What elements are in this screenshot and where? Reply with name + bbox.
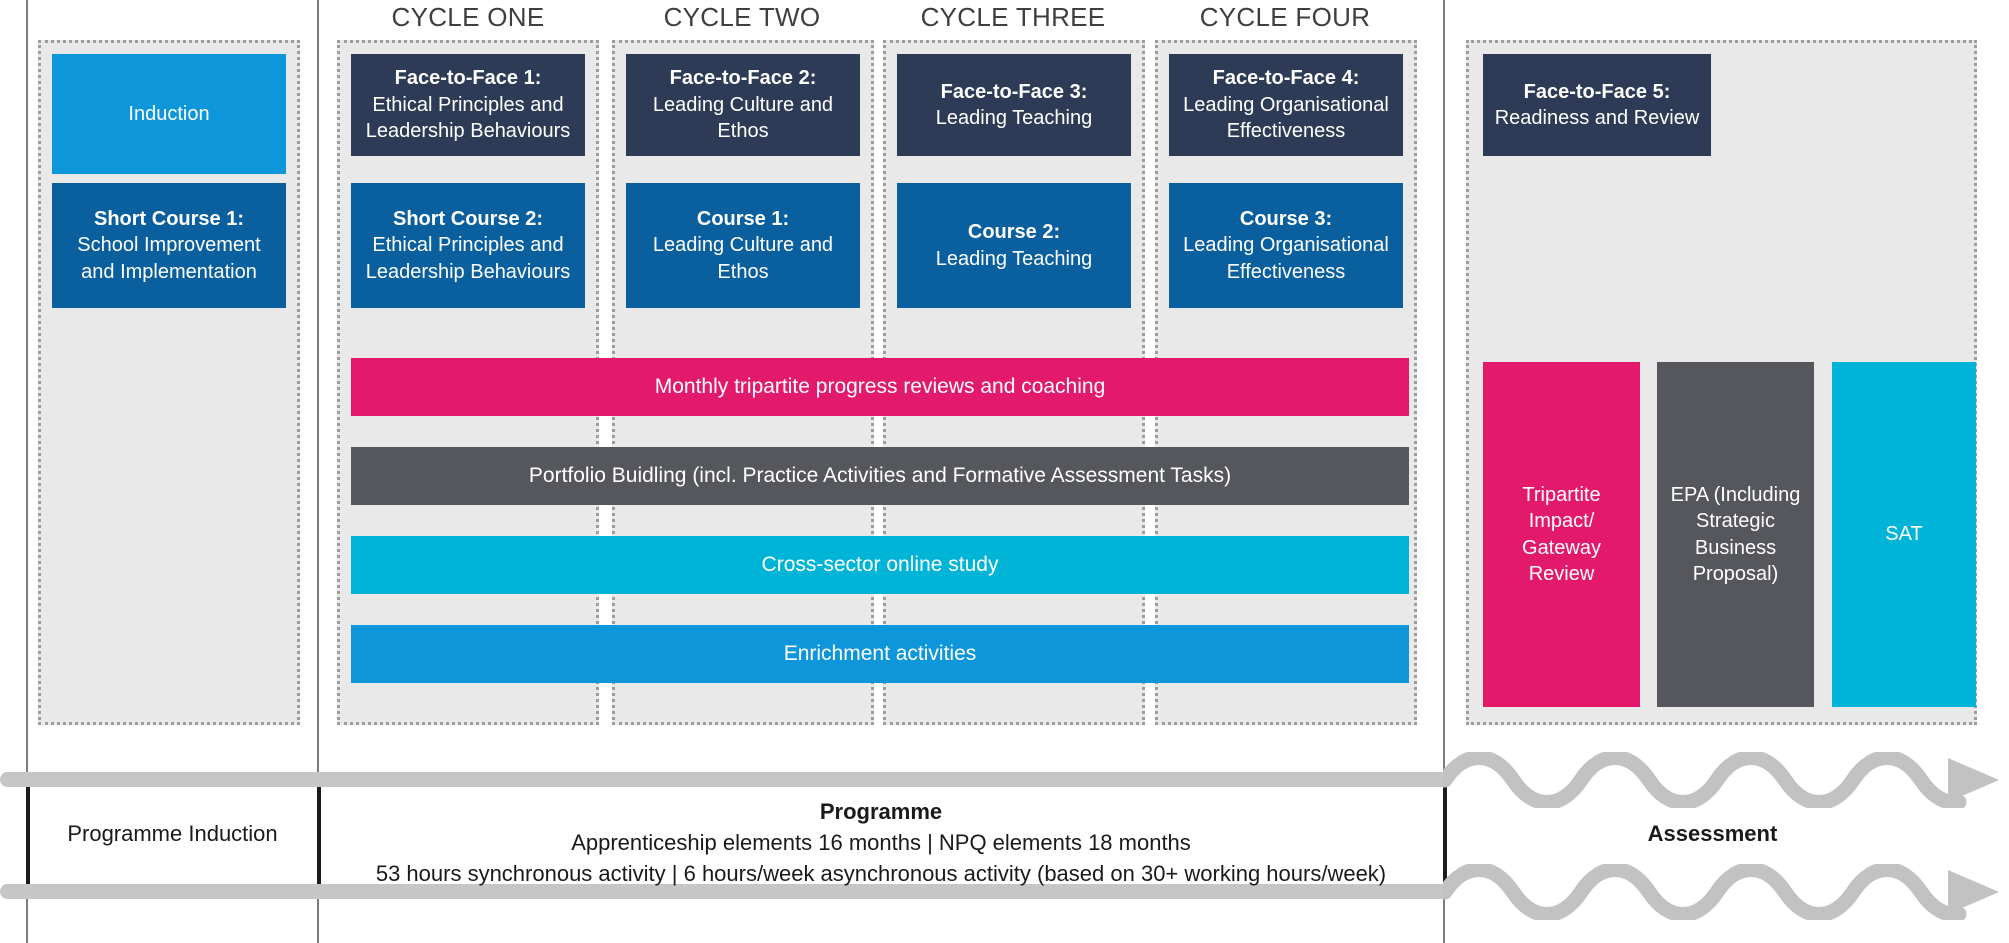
tile-face-to-face-4-title: Face-to-Face 4:	[1212, 67, 1360, 90]
tile-face-to-face-2[interactable]: Face-to-Face 2: Leading Culture and Etho…	[626, 54, 860, 156]
tile-course-1-title: Course 1:	[696, 207, 790, 230]
tile-epa[interactable]: EPA (Including Strategic Business Propos…	[1657, 362, 1814, 707]
assessment-label: Assessment	[1448, 818, 1977, 849]
wavy-arrow-top	[1443, 752, 1999, 808]
divider-induction-bottom	[317, 891, 319, 943]
tile-face-to-face-3-body: Leading Teaching	[935, 107, 1093, 129]
tile-course-2[interactable]: Course 2: Leading Teaching	[897, 183, 1131, 308]
tile-face-to-face-3-title: Face-to-Face 3:	[940, 80, 1088, 103]
divider-induction-band	[317, 783, 321, 891]
strip-cross-sector-online-study-label: Cross-sector online study	[761, 553, 999, 576]
strip-portfolio-building-label: Portfolio Buidling (incl. Practice Activ…	[528, 464, 1232, 487]
cycle-title-two: CYCLE TWO	[663, 2, 821, 32]
strip-monthly-tripartite-label: Monthly tripartite progress reviews and …	[654, 375, 1106, 398]
tile-course-1[interactable]: Course 1: Leading Culture and Ethos	[626, 183, 860, 308]
tile-tripartite-impact-gateway-review-label: Tripartite Impact/ Gateway Review	[1522, 483, 1601, 585]
strip-monthly-tripartite[interactable]: Monthly tripartite progress reviews and …	[351, 358, 1409, 416]
strip-enrichment-activities[interactable]: Enrichment activities	[351, 625, 1409, 683]
divider-assessment-top	[1443, 0, 1445, 783]
tile-face-to-face-5-title: Face-to-Face 5:	[1523, 80, 1671, 103]
tile-course-1-body: Leading Culture and Ethos	[652, 234, 834, 283]
divider-left-band	[26, 783, 30, 891]
tile-face-to-face-5[interactable]: Face-to-Face 5: Readiness and Review	[1483, 54, 1711, 156]
tile-short-course-2-title: Short Course 2:	[392, 207, 544, 230]
tile-short-course-1-title: Short Course 1:	[93, 207, 245, 230]
programme-line-2: 53 hours synchronous activity | 6 hours/…	[375, 861, 1387, 887]
tile-face-to-face-4-body: Leading Organisational Effectiveness	[1183, 93, 1389, 143]
tile-sat[interactable]: SAT	[1832, 362, 1976, 707]
divider-assessment-bottom	[1443, 891, 1445, 943]
tile-course-2-body: Leading Teaching	[935, 247, 1093, 270]
divider-assessment-band	[1443, 783, 1447, 891]
timeline-bar-bottom	[0, 884, 1449, 899]
assessment-text: Assessment	[1647, 821, 1778, 846]
divider-left-top	[26, 0, 28, 783]
tile-face-to-face-3[interactable]: Face-to-Face 3: Leading Teaching	[897, 54, 1131, 156]
tile-face-to-face-1[interactable]: Face-to-Face 1: Ethical Principles and L…	[351, 54, 585, 156]
strip-portfolio-building[interactable]: Portfolio Buidling (incl. Practice Activ…	[351, 447, 1409, 505]
tile-short-course-1-body: School Improvement and Implementation	[77, 234, 261, 283]
tile-face-to-face-5-body: Readiness and Review	[1494, 107, 1700, 129]
programme-heading: Programme	[819, 799, 943, 824]
programme-induction-text: Programme Induction	[67, 821, 278, 846]
programme-details: Programme Apprenticeship elements 16 mon…	[322, 796, 1440, 890]
tile-face-to-face-2-body: Leading Culture and Ethos	[652, 93, 834, 143]
tile-short-course-1[interactable]: Short Course 1: School Improvement and I…	[52, 183, 286, 308]
divider-left-bottom	[26, 891, 28, 943]
strip-cross-sector-online-study[interactable]: Cross-sector online study	[351, 536, 1409, 594]
tile-induction[interactable]: Induction	[52, 54, 286, 174]
cycle-title-four: CYCLE FOUR	[1199, 2, 1371, 32]
tile-tripartite-impact-gateway-review[interactable]: Tripartite Impact/ Gateway Review	[1483, 362, 1640, 707]
cycle-title-one: CYCLE ONE	[391, 2, 545, 32]
wavy-arrow-bottom	[1443, 864, 1999, 920]
tile-induction-label: Induction	[128, 102, 210, 125]
tile-face-to-face-2-title: Face-to-Face 2:	[669, 67, 817, 90]
tile-course-3-title: Course 3:	[1239, 207, 1333, 230]
tile-epa-label: EPA (Including Strategic Business Propos…	[1670, 483, 1801, 585]
tile-course-2-title: Course 2:	[967, 221, 1061, 244]
strip-enrichment-activities-label: Enrichment activities	[783, 642, 977, 665]
tile-short-course-2[interactable]: Short Course 2: Ethical Principles and L…	[351, 183, 585, 308]
tile-face-to-face-1-body: Ethical Principles and Leadership Behavi…	[365, 93, 571, 143]
divider-induction-top	[317, 0, 319, 783]
tile-face-to-face-1-title: Face-to-Face 1:	[394, 67, 542, 90]
programme-induction-label: Programme Induction	[30, 818, 315, 849]
tile-face-to-face-4[interactable]: Face-to-Face 4: Leading Organisational E…	[1169, 54, 1403, 156]
tile-course-3[interactable]: Course 3: Leading Organisational Effecti…	[1169, 183, 1403, 308]
timeline-bar-top	[0, 772, 1449, 787]
tile-course-3-body: Leading Organisational Effectiveness	[1183, 234, 1389, 283]
tile-sat-label: SAT	[1885, 523, 1923, 546]
programme-line-1: Apprenticeship elements 16 months | NPQ …	[571, 830, 1191, 856]
tile-short-course-2-body: Ethical Principles and Leadership Behavi…	[365, 234, 571, 283]
cycle-title-three: CYCLE THREE	[920, 2, 1106, 32]
